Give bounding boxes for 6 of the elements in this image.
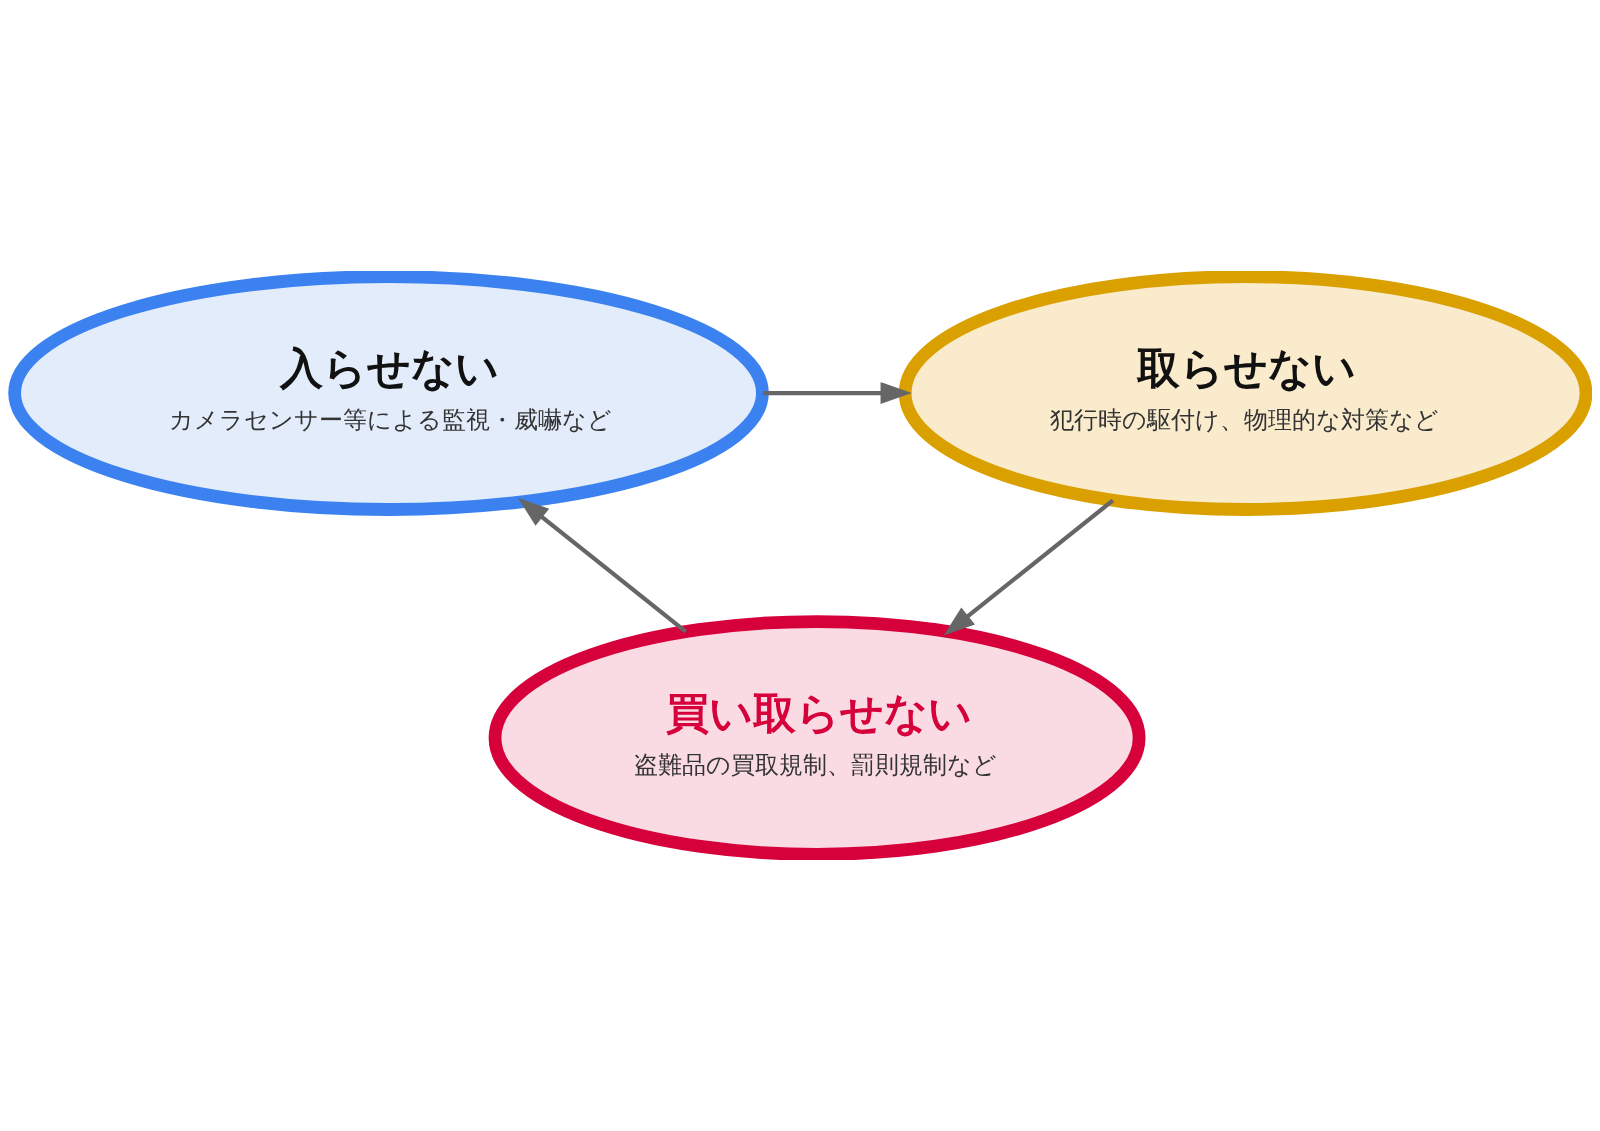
arrow: [943, 498, 1115, 636]
arrow: [517, 497, 687, 634]
arrow: [763, 382, 912, 405]
node-ellipse: 買い取らせない 盗難品の買取規制、罰則規制など: [488, 615, 1146, 860]
node-ellipse: 取らせない 犯行時の駆付け、物理的な対策など: [898, 271, 1592, 516]
node-ellipse: 入らせない カメラセンサー等による監視・威嚇など: [8, 271, 769, 516]
